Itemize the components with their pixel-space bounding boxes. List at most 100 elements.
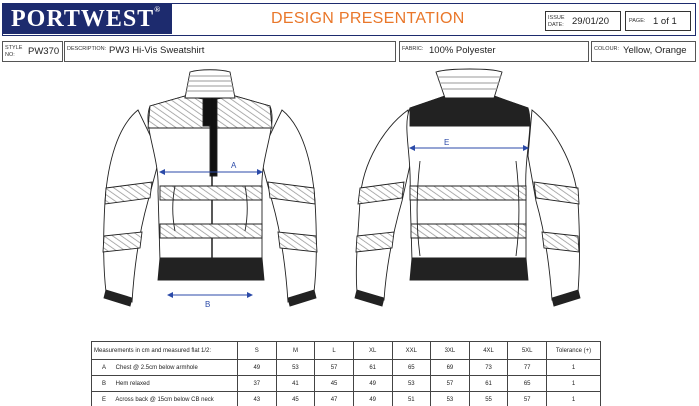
measure-label-b: B <box>205 300 210 309</box>
date-caption: DATE: <box>548 22 564 28</box>
back-right-sleeve <box>527 109 580 301</box>
table-row: B Hem relaxed 37 41 45 49 53 57 61 65 1 <box>91 375 601 392</box>
no-caption: NO: <box>5 52 15 58</box>
table-cell: 43 <box>237 391 277 406</box>
back-right-seam <box>515 160 520 257</box>
front-right-cuff <box>287 289 317 307</box>
back-collar <box>435 68 503 99</box>
brand-name: PORTWEST <box>11 6 155 32</box>
table-cell: 49 <box>237 359 277 376</box>
measurement-table: Measurements in cm and measured flat 1/2… <box>91 341 601 406</box>
row-desc-text: Hem relaxed <box>115 380 150 387</box>
table-cell: 45 <box>314 375 354 392</box>
front-chest-band <box>159 185 263 201</box>
table-cell: 53 <box>391 375 432 392</box>
tolerance-cell: 1 <box>546 359 601 376</box>
size-header: S <box>237 341 277 360</box>
measure-label-a: A <box>231 161 237 170</box>
table-cell: 61 <box>352 359 393 376</box>
row-code: B <box>101 380 106 387</box>
back-view <box>354 68 581 307</box>
back-right-cuff <box>551 289 581 307</box>
colour-value: Yellow, Orange <box>623 45 687 56</box>
table-cell: 57 <box>507 391 547 406</box>
brand-trademark: ® <box>154 5 162 14</box>
back-left-cuff <box>354 289 385 307</box>
fabric-box: FABRIC: 100% Polyester <box>399 41 589 62</box>
size-header: 5XL <box>507 341 547 360</box>
table-cell: 55 <box>468 391 509 406</box>
table-cell: 69 <box>430 359 470 376</box>
table-cell: 57 <box>314 359 354 376</box>
table-cell: 41 <box>275 375 316 392</box>
page-caption: PAGE: <box>629 18 646 24</box>
colour-box: COLOUR: Yellow, Orange <box>591 41 696 62</box>
back-yoke <box>409 95 531 127</box>
front-left-sleeve-band-2 <box>102 231 143 253</box>
table-cell: 73 <box>468 359 509 376</box>
table-row: A Chest @ 2.5cm below armhole 49 53 57 6… <box>91 359 601 376</box>
back-left-seam <box>416 160 421 257</box>
back-left-sleeve-band-2 <box>355 231 395 253</box>
description-value: PW3 Hi-Vis Sweatshirt <box>109 45 205 56</box>
table-cell: 47 <box>314 391 354 406</box>
front-waist-band <box>159 223 263 239</box>
table-cell: 37 <box>237 375 277 392</box>
table-cell: 53 <box>430 391 470 406</box>
garment-drawing: A B E <box>102 68 581 309</box>
back-right-sleeve-band-1 <box>533 181 580 205</box>
back-left-sleeve-band-1 <box>357 181 405 205</box>
document-title: DESIGN PRESENTATION <box>271 10 465 27</box>
description-caption: DESCRIPTION: <box>67 46 107 52</box>
page-value: 1 of 1 <box>653 16 677 27</box>
tolerance-cell: 1 <box>546 375 601 392</box>
brand-logo: PORTWEST® <box>3 4 172 34</box>
size-header: 3XL <box>430 341 470 360</box>
row-code: A <box>101 364 106 371</box>
table-cell: 77 <box>507 359 547 376</box>
size-header: 4XL <box>468 341 509 360</box>
table-cell: 53 <box>275 359 316 376</box>
description-box: DESCRIPTION: PW3 Hi-Vis Sweatshirt <box>64 41 396 62</box>
fabric-caption: FABRIC: <box>402 46 424 52</box>
front-left-cuff <box>103 289 133 307</box>
style-no-box: STYLE NO: PW370 <box>2 41 63 62</box>
row-description: E Across back @ 15cm below CB neck <box>91 391 238 406</box>
issue-date-value: 29/01/20 <box>572 16 609 27</box>
table-cell: 49 <box>352 391 393 406</box>
table-cell: 45 <box>275 391 316 406</box>
size-header: L <box>314 341 354 360</box>
row-desc-text: Chest @ 2.5cm below armhole <box>115 364 198 371</box>
tolerance-cell: 1 <box>546 391 601 406</box>
style-caption: STYLE <box>5 45 23 51</box>
table-cell: 49 <box>352 375 393 392</box>
size-header: XXL <box>391 341 432 360</box>
table-cell: 65 <box>391 359 432 376</box>
table-row: E Across back @ 15cm below CB neck 43 45… <box>91 391 601 406</box>
size-header: M <box>275 341 316 360</box>
front-right-sleeve-band-1 <box>267 181 316 205</box>
row-description: B Hem relaxed <box>91 375 238 392</box>
back-hem-rib <box>409 257 529 281</box>
back-left-sleeve <box>355 109 413 301</box>
measure-label-e: E <box>444 138 449 147</box>
fabric-value: 100% Polyester <box>429 45 496 56</box>
front-right-pocket <box>244 185 248 232</box>
table-cell: 65 <box>507 375 547 392</box>
front-left-sleeve-band-1 <box>104 181 153 205</box>
table-cell: 57 <box>430 375 470 392</box>
back-right-sleeve-band-2 <box>541 231 580 253</box>
front-left-pocket <box>172 185 176 232</box>
issue-caption: ISSUE <box>548 15 565 21</box>
back-chest-band <box>409 185 527 201</box>
page-box: PAGE: 1 of 1 <box>625 11 691 31</box>
front-zip-panel <box>202 97 218 177</box>
size-header: XL <box>352 341 393 360</box>
table-header-row: Measurements in cm and measured flat 1/2… <box>91 341 601 360</box>
front-right-sleeve-band-2 <box>277 231 318 253</box>
front-hem-rib <box>157 257 265 281</box>
front-view <box>102 69 318 307</box>
row-desc-text: Across back @ 15cm below CB neck <box>115 396 214 403</box>
table-cell: 51 <box>391 391 432 406</box>
back-waist-band <box>410 223 527 239</box>
